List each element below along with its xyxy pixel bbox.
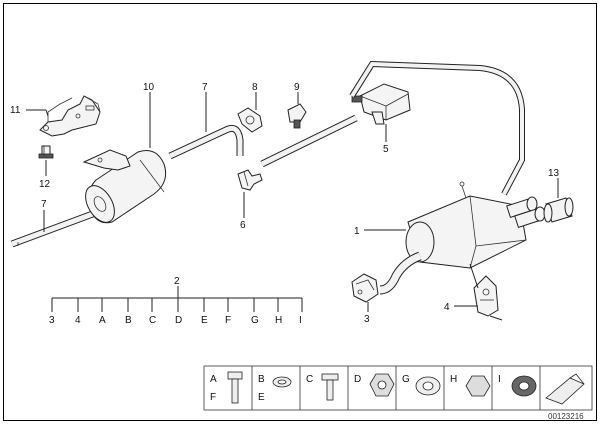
legend-cell-a: AF	[210, 371, 243, 404]
gasket-icon	[415, 376, 441, 396]
legend-letter: F	[210, 392, 216, 403]
breakout-label: C	[149, 315, 156, 326]
diagram-reference-number: 00123216	[548, 412, 584, 421]
purge-valve-part-5[interactable]	[351, 83, 411, 125]
leader-11b	[45, 109, 49, 117]
callout-7-left: 7	[41, 199, 47, 210]
hose-clip-part-8[interactable]	[237, 107, 263, 133]
breakout-labels: 3 4 A B C D E F G H I	[49, 315, 302, 326]
legend-cell-g: G	[395, 366, 441, 410]
legend-letter: B	[258, 374, 265, 385]
pipe-clamp-part-3[interactable]	[351, 273, 379, 303]
callout-7-upper: 7	[202, 82, 208, 93]
callout-1: 1	[354, 226, 360, 237]
vent-hose[interactable]	[260, 114, 358, 168]
tailpipe-trim-part-13[interactable]	[543, 197, 574, 223]
callout-4: 4	[444, 302, 450, 313]
legend-letter: I	[498, 374, 501, 385]
breakout-label: H	[275, 315, 282, 326]
legend-letter: H	[450, 374, 457, 385]
breakout-ticks	[51, 298, 303, 312]
clamp-part-9[interactable]	[287, 103, 307, 129]
legend-letter: C	[306, 374, 313, 385]
legend-cell-b: BE	[251, 366, 292, 410]
callout-13: 13	[548, 168, 560, 179]
legend-cell-c: C	[299, 366, 339, 410]
legend-letter: E	[258, 392, 265, 403]
flange-bolt-icon	[321, 373, 339, 401]
breakout-label: A	[99, 315, 106, 326]
callout-10: 10	[143, 82, 155, 93]
callout-8: 8	[252, 82, 258, 93]
breakout-label: 4	[75, 315, 81, 326]
legend-cell-d: D	[347, 366, 395, 410]
bracket-part-11[interactable]	[39, 95, 101, 137]
breakout-label: F	[225, 315, 231, 326]
callout-9: 9	[294, 82, 300, 93]
bolt-part-12[interactable]	[38, 145, 54, 159]
legend-cell-h: H	[443, 366, 491, 410]
breakout-label: D	[175, 315, 182, 326]
hose-part-7-upper[interactable]	[168, 124, 244, 160]
t-connector-part-6[interactable]	[237, 169, 263, 191]
callout-12: 12	[39, 179, 51, 190]
legend-cell-sealant	[539, 366, 585, 410]
cap-nut-icon	[465, 375, 491, 397]
leader-4b	[469, 263, 479, 289]
callout-6: 6	[240, 220, 246, 231]
hex-nut-icon	[369, 373, 395, 397]
breakout-label: I	[299, 315, 302, 326]
breakout-label: E	[201, 315, 208, 326]
legend-letter: G	[402, 374, 410, 385]
sealant-tube-icon	[545, 373, 585, 405]
callout-2: 2	[174, 276, 180, 287]
rear-muffler-part-1[interactable]	[379, 181, 546, 295]
legend-letter: D	[354, 374, 361, 385]
vent-line[interactable]	[349, 60, 525, 196]
breakout-label: B	[125, 315, 132, 326]
rubber-mount-part-4[interactable]	[473, 275, 499, 317]
callout-5: 5	[383, 144, 389, 155]
legend-letter: A	[210, 374, 217, 385]
breakout-label: G	[251, 315, 259, 326]
callout-3-right: 3	[364, 314, 370, 325]
carbon-canister-part-10[interactable]	[80, 149, 167, 227]
diagram-frame	[3, 3, 597, 421]
washer-icon	[272, 376, 292, 388]
breakout-label: 3	[49, 315, 55, 326]
rubber-mount-icon	[511, 375, 537, 397]
hose-part-7-left[interactable]	[10, 208, 100, 248]
bolt-icon	[227, 371, 243, 404]
callout-11: 11	[10, 105, 21, 116]
legend-cell-i: I	[491, 366, 537, 410]
leader-4c	[489, 315, 503, 321]
